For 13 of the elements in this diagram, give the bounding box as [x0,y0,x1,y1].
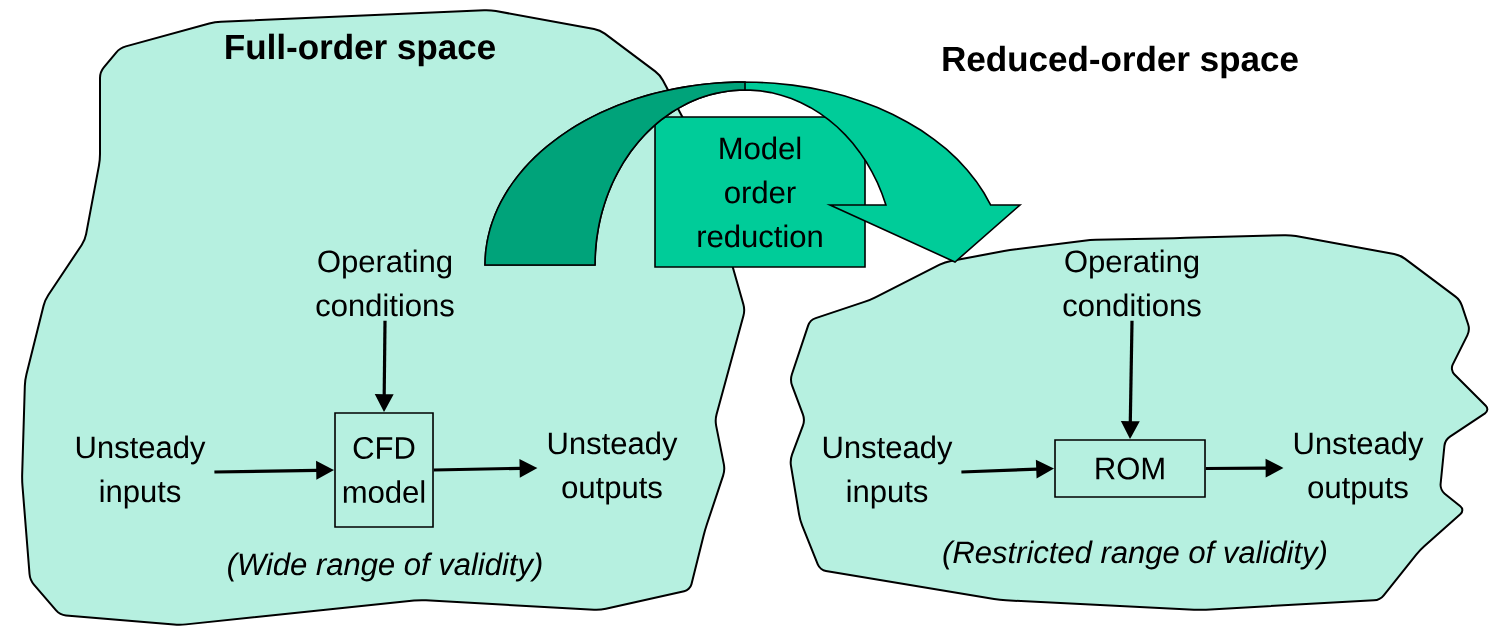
model-box: CFD model [334,412,434,528]
signal-label: Unsteady inputs [76,435,206,509]
signal-label: Unsteady outputs [1294,431,1424,505]
signal-label: Operating conditions [316,249,454,317]
process-box: Model order reduction [654,116,866,268]
validity-note: (Restricted range of validity) [943,540,1327,570]
model-box: ROM [1054,439,1206,498]
validity-note: (Wide range of validity) [228,552,542,582]
signal-label: Unsteady outputs [548,431,678,505]
curved-block-arrow [484,81,1023,266]
signal-label: Operating conditions [1063,249,1201,317]
region-title: Reduced-order space [943,45,1298,79]
signal-label: Unsteady inputs [823,435,953,509]
